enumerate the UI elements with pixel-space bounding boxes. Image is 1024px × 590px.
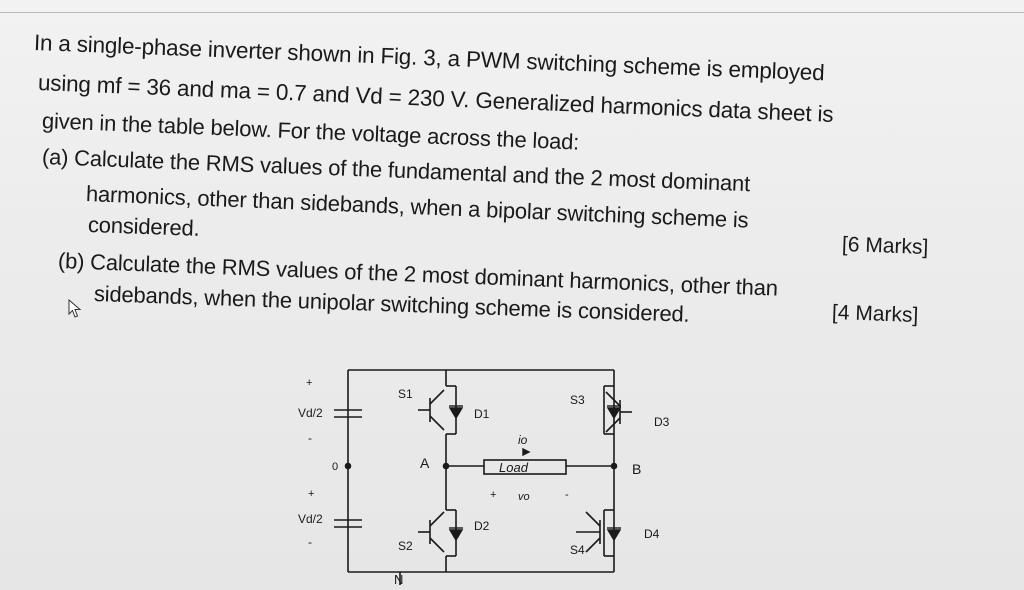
label-s1: S1 [398,387,413,401]
part-a-marks: [6 Marks] [841,233,929,260]
label-vo-plus: + [490,489,496,501]
inverter-circuit-diagram: + Vd/2 - 0 + Vd/2 - S1 D1 S2 D2 S3 D3 S4… [298,369,670,587]
part-a-line-3: considered. [87,212,200,241]
label-load: Load [499,460,529,475]
label-plus-top: + [306,377,312,389]
label-d3: D3 [654,415,670,429]
top-rule [0,12,1024,13]
label-node-n: N [394,572,403,587]
mouse-pointer-icon [68,299,82,318]
label-s4: S4 [570,543,585,557]
label-vo-minus: - [565,489,569,501]
label-node-a: A [420,455,430,471]
label-s3: S3 [570,393,585,407]
label-minus-top: - [308,431,312,445]
label-node-b: B [632,461,641,477]
label-d1: D1 [474,407,490,421]
part-b-marks: [4 Marks] [831,301,919,328]
label-minus-bottom: - [308,535,312,549]
label-d2: D2 [474,519,490,533]
label-vd2-bottom: Vd/2 [298,512,323,526]
label-io: io [518,433,528,447]
label-vo: vo [518,491,530,503]
question-text: In a single-phase inverter shown in Fig.… [34,30,929,328]
label-s2: S2 [398,539,413,553]
label-vd2-top: Vd/2 [298,406,323,420]
label-d4: D4 [644,527,660,541]
label-plus-bottom: + [308,488,314,500]
label-zero-node: 0 [332,461,338,473]
